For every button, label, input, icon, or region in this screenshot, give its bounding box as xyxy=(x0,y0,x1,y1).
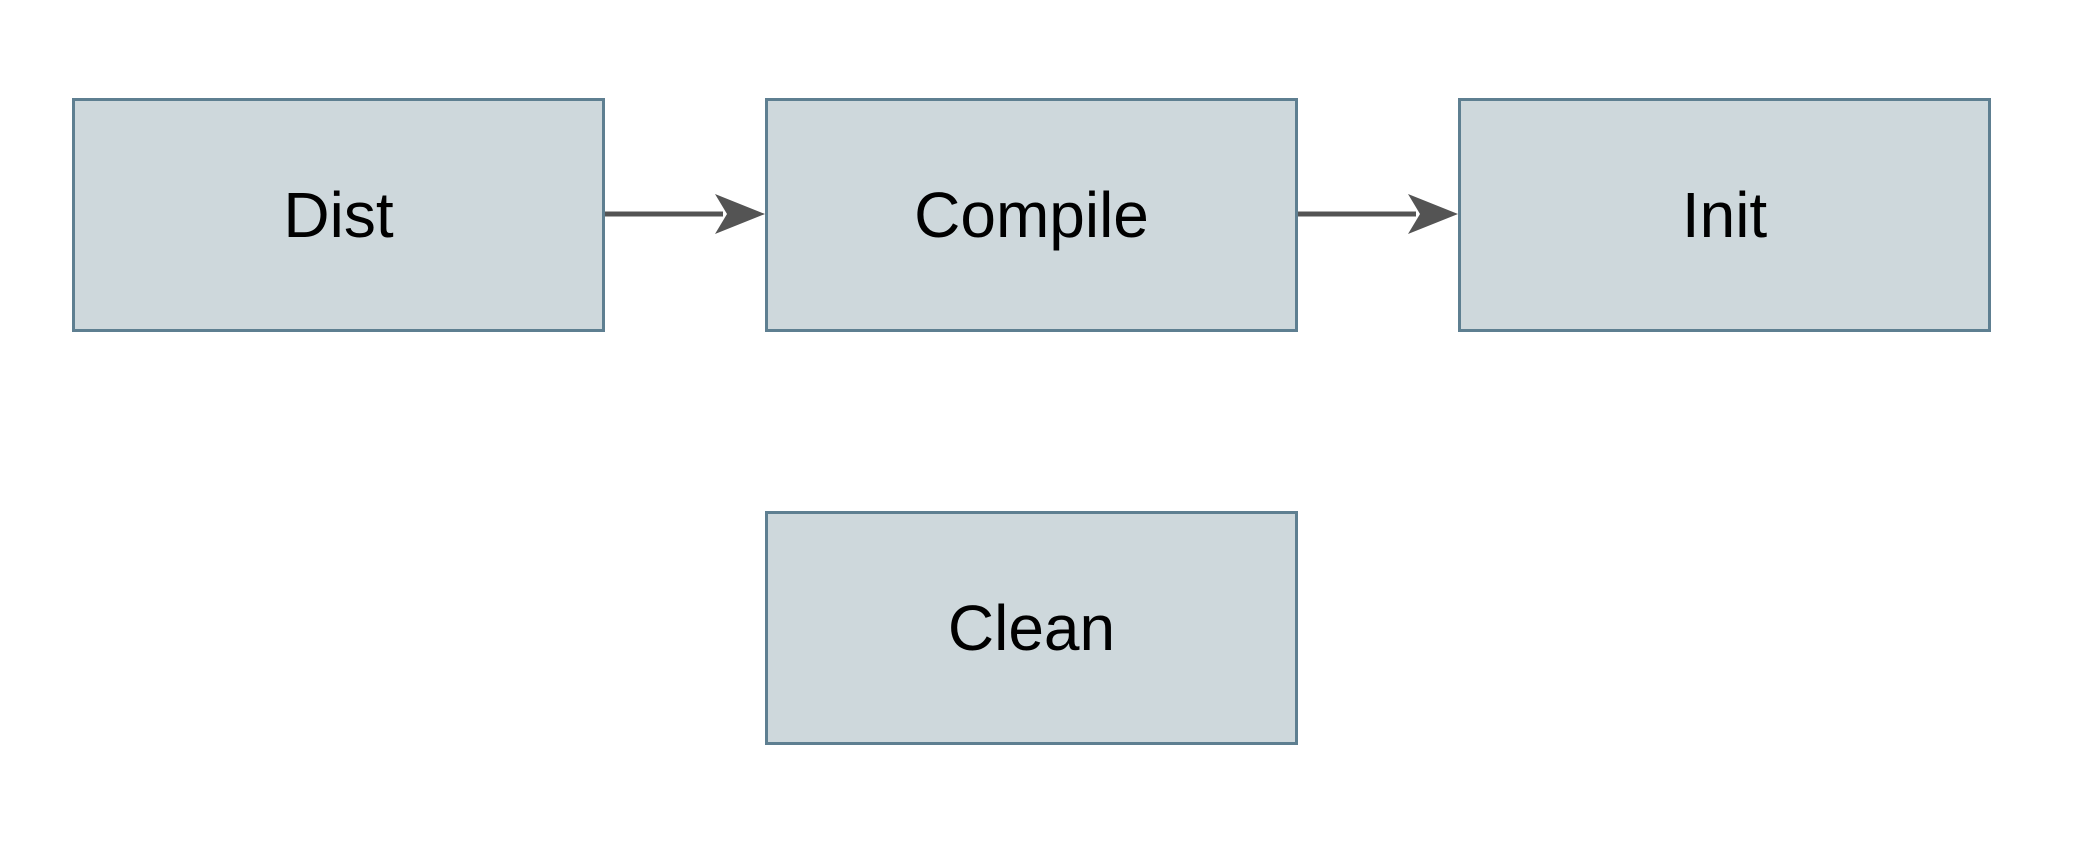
edge-compile-to-init[interactable] xyxy=(1298,190,1458,238)
node-compile-label: Compile xyxy=(914,179,1149,251)
node-dist-label: Dist xyxy=(283,179,394,251)
arrowhead-icon xyxy=(715,194,765,234)
node-compile[interactable]: Compile xyxy=(765,98,1298,332)
arrowhead-icon xyxy=(1408,194,1458,234)
node-clean-label: Clean xyxy=(947,592,1116,664)
node-clean[interactable]: Clean xyxy=(765,511,1298,745)
node-dist[interactable]: Dist xyxy=(72,98,605,332)
node-init[interactable]: Init xyxy=(1458,98,1991,332)
edge-dist-to-compile[interactable] xyxy=(605,190,765,238)
node-init-label: Init xyxy=(1681,179,1768,251)
